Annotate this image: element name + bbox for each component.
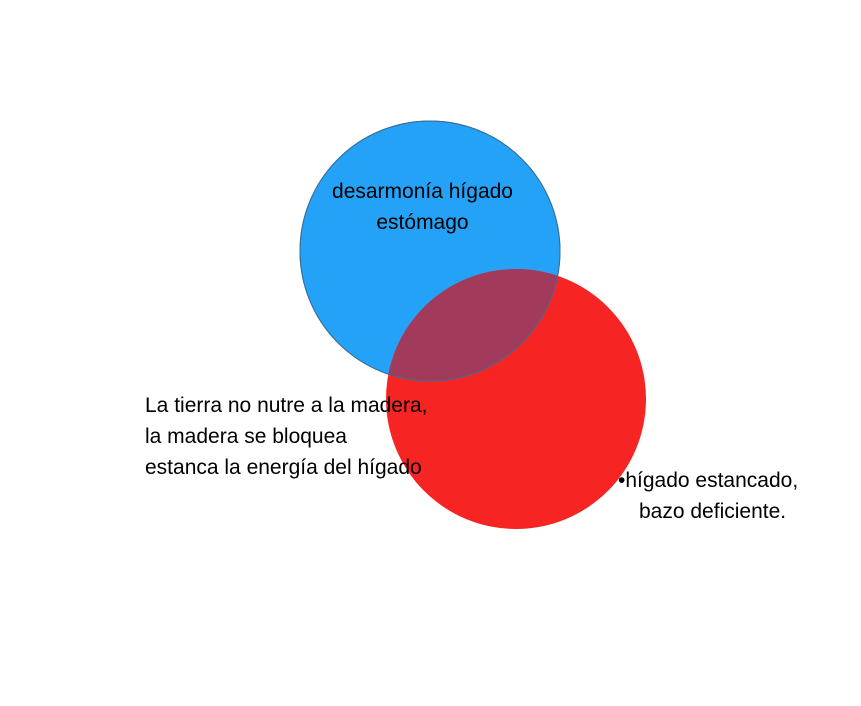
- label-right: •hígado estancado, bazo deficiente.: [618, 465, 798, 527]
- label-left-line-2: la madera se bloquea: [145, 425, 347, 448]
- label-top: desarmonía hígado estómago: [300, 176, 545, 238]
- label-right-line-2: bazo deficiente.: [639, 500, 787, 523]
- label-right-line-1: •hígado estancado,: [618, 469, 799, 492]
- label-left-line-1: La tierra no nutre a la madera,: [145, 394, 428, 417]
- label-top-line-2: estómago: [376, 211, 469, 234]
- label-top-line-1: desarmonía hígado: [332, 180, 513, 203]
- label-left: La tierra no nutre a la madera, la mader…: [145, 390, 428, 483]
- overlap-region: [386, 269, 560, 381]
- label-left-line-3: estanca la energía del hígado: [145, 456, 422, 479]
- blue-circle-outline: [299, 120, 561, 382]
